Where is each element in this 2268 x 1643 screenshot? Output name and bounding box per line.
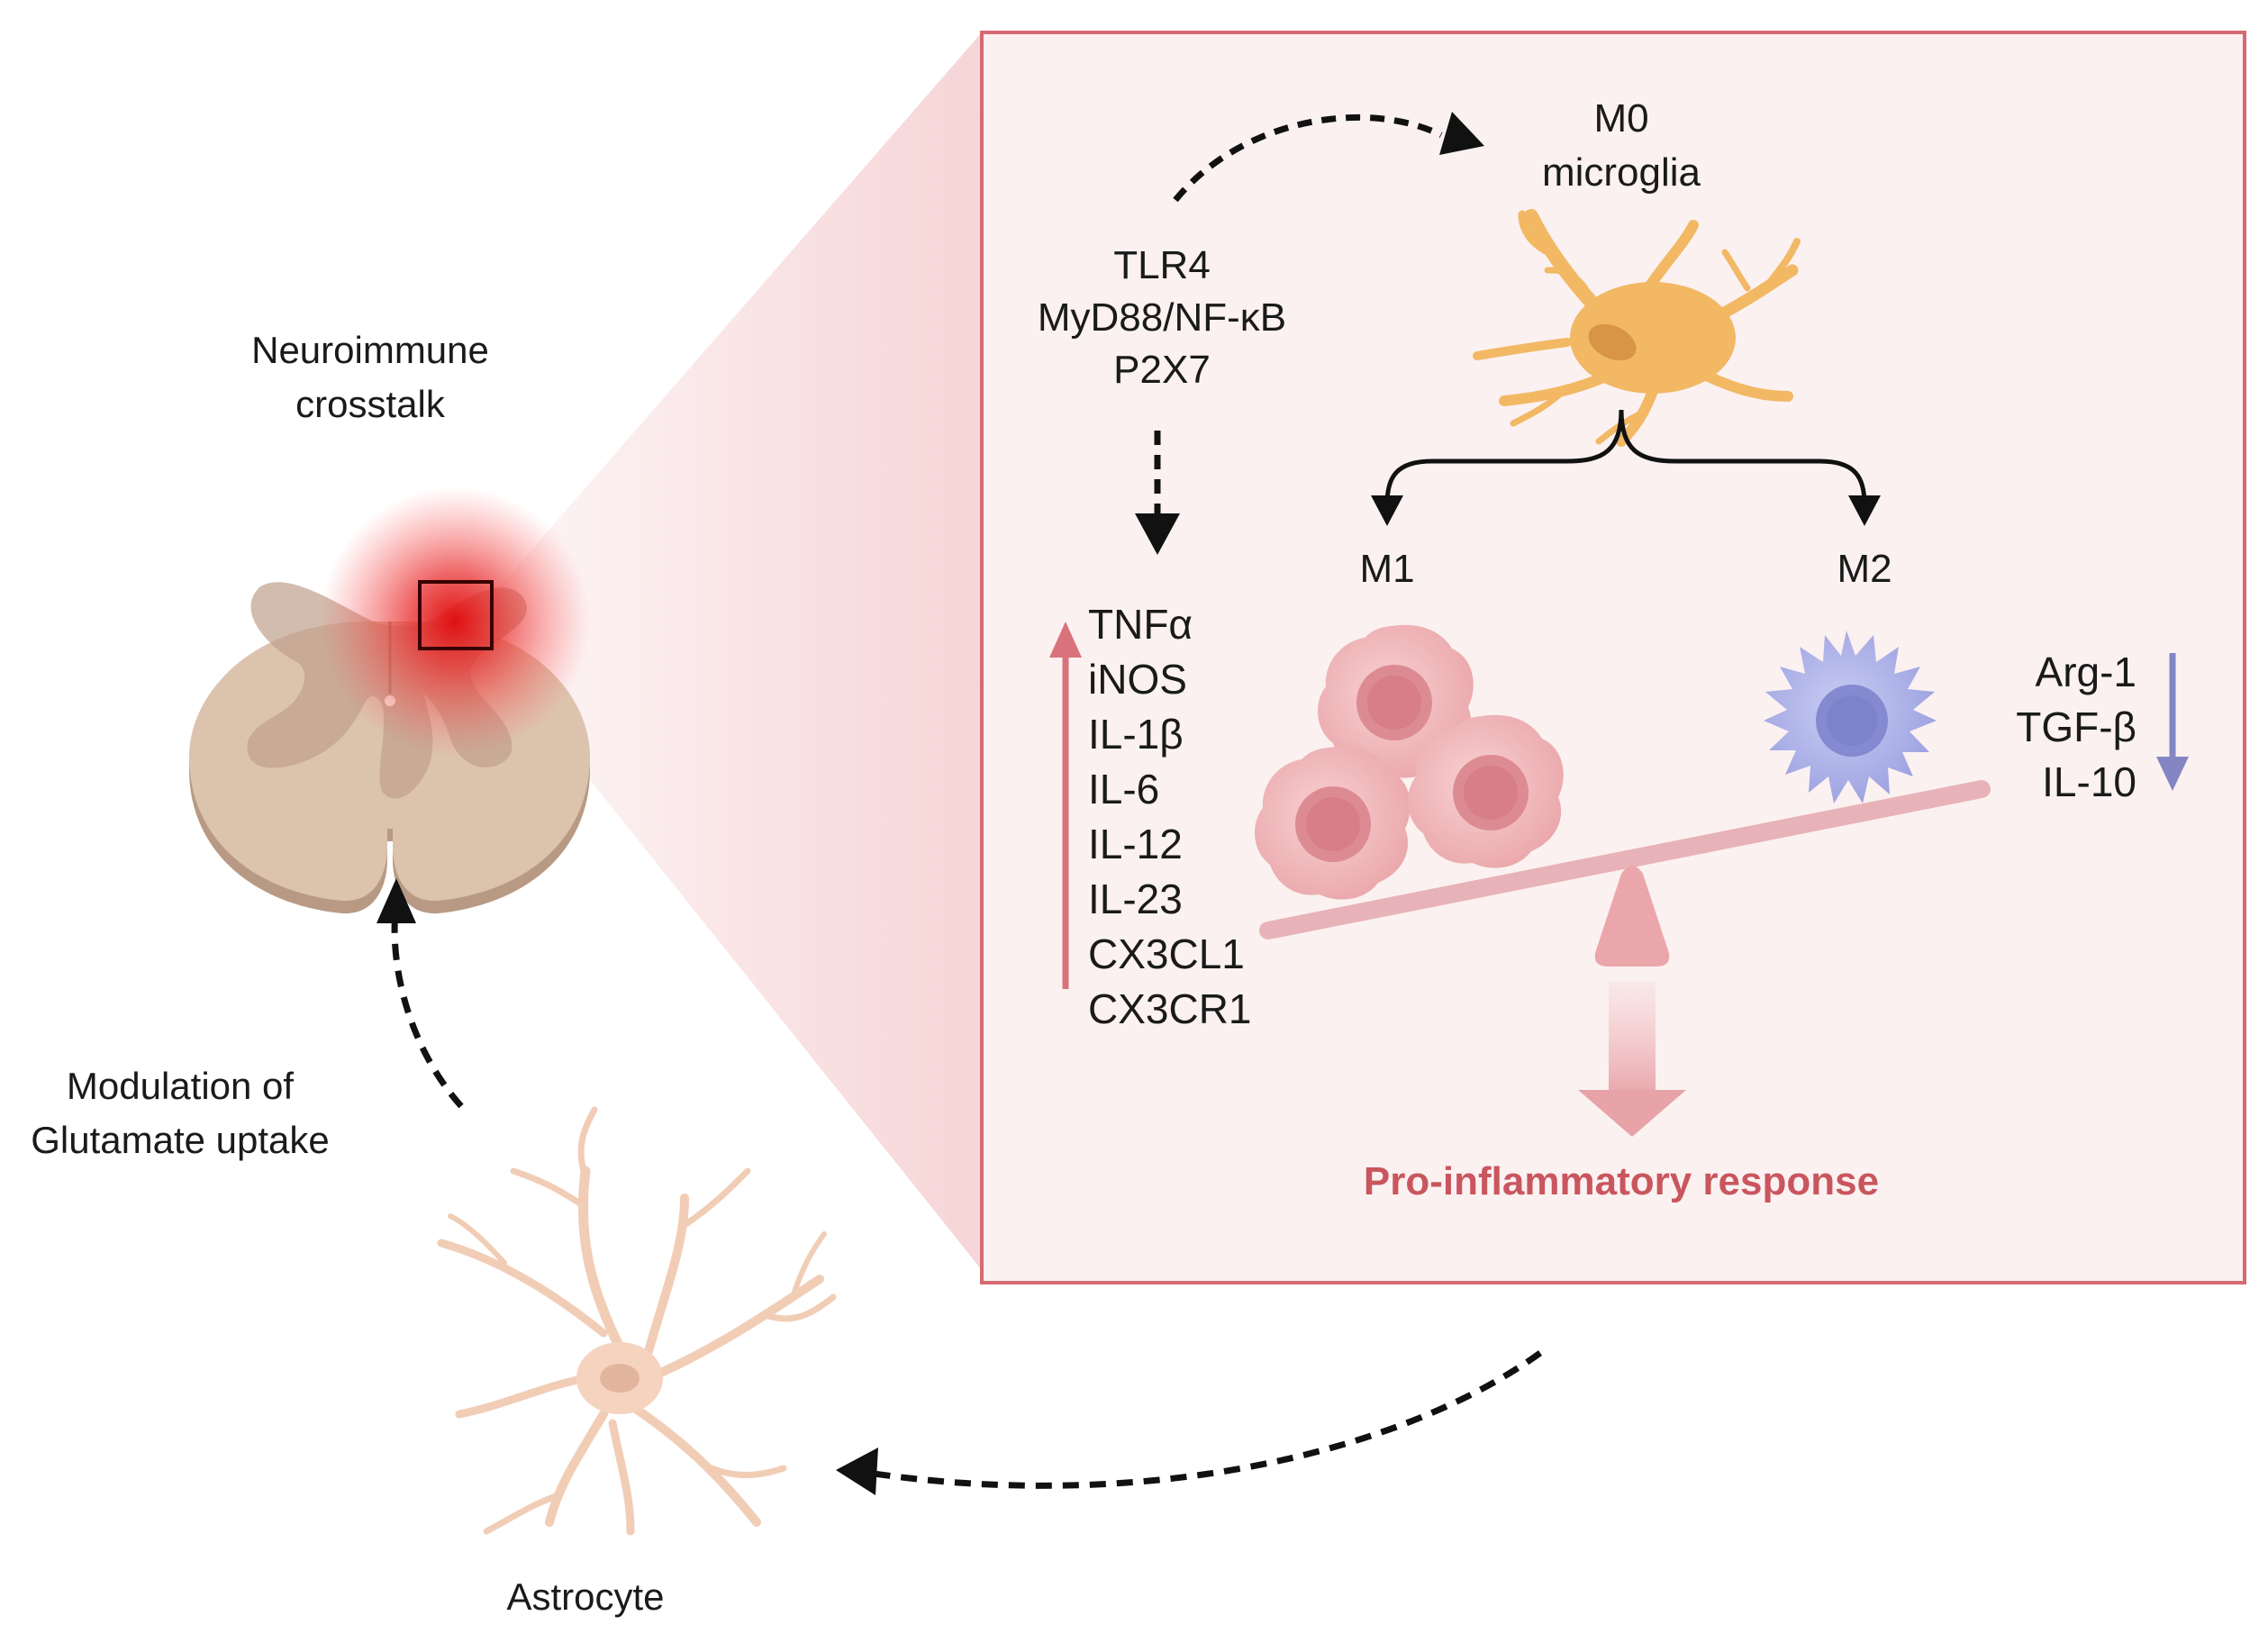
- downregulation-arrowhead: [2156, 757, 2189, 791]
- m0-sublabel: microglia: [1541, 150, 1701, 195]
- anti-cytokine: Arg-1: [2035, 649, 2136, 695]
- dashed-arrow-to-m0: [1173, 113, 1443, 203]
- pro-cytokine: IL-12: [1088, 821, 1183, 867]
- inflammation-glow: [320, 486, 590, 757]
- m0-nucleus: [1588, 323, 1637, 361]
- dashed-arrow-to-cord: [391, 900, 464, 1109]
- anti-cytokine: TGF-β: [2016, 703, 2136, 750]
- astrocyte-label: Astrocyte: [506, 1575, 665, 1618]
- dashed-arrow-to-astrocyte: [873, 1350, 1543, 1489]
- cord-title-line1: Neuroimmune: [251, 329, 489, 371]
- m0-label: M0: [1593, 96, 1649, 141]
- cord-title-line2: crosstalk: [295, 383, 445, 425]
- branch-arrow: [1384, 409, 1624, 505]
- pro-cytokine: CX3CL1: [1088, 930, 1245, 977]
- astrocyte-nucleus: [600, 1364, 640, 1393]
- modulation-line1: Modulation of: [66, 1065, 295, 1107]
- astrocyte-icon: [437, 1106, 837, 1536]
- response-arrow-shaft: [1609, 982, 1656, 1099]
- upregulation-arrowhead: [1049, 622, 1082, 658]
- pro-cytokine: IL-1β: [1088, 711, 1184, 758]
- arrowhead-to-cord: [376, 878, 416, 923]
- pro-cytokine: CX3CR1: [1088, 985, 1252, 1032]
- arrowhead-to-astrocyte: [836, 1448, 878, 1495]
- pro-cytokine: IL-23: [1088, 876, 1183, 922]
- seesaw-beam: [1259, 780, 1991, 940]
- pro-cytokine: TNFα: [1088, 601, 1193, 648]
- response-arrowhead: [1578, 1090, 1686, 1137]
- anti-cytokine: IL-10: [2042, 758, 2136, 805]
- modulation-line2: Glutamate uptake: [31, 1119, 330, 1161]
- m0-soma: [1570, 282, 1736, 394]
- m1-cell-icon: [1254, 746, 1411, 900]
- m1-label: M1: [1359, 547, 1415, 591]
- branch-arrow-right: [1619, 409, 1867, 505]
- zoom-square: [418, 580, 494, 650]
- m2-cell-icon: [1764, 631, 1937, 803]
- pro-cytokine: IL-6: [1088, 766, 1160, 812]
- receptor-label: TLR4: [1113, 243, 1211, 287]
- pro-inflammatory-response-label: Pro-inflammatory response: [1363, 1159, 1880, 1203]
- detail-panel: [980, 31, 2246, 1284]
- receptor-label: P2X7: [1113, 348, 1211, 392]
- zoom-fan: [486, 32, 982, 1270]
- m2-label: M2: [1837, 547, 1892, 591]
- m1-cell-icon: [1407, 714, 1564, 868]
- arrowhead-to-m1: [1371, 495, 1403, 526]
- seesaw-fulcrum: [1594, 866, 1670, 967]
- arrowhead-to-cytokines: [1135, 513, 1180, 555]
- arrowhead-to-m0: [1439, 112, 1484, 155]
- pro-cytokine: iNOS: [1088, 656, 1187, 703]
- arrowhead-to-m2: [1848, 495, 1881, 526]
- receptor-label: MyD88/NF-κB: [1037, 295, 1287, 340]
